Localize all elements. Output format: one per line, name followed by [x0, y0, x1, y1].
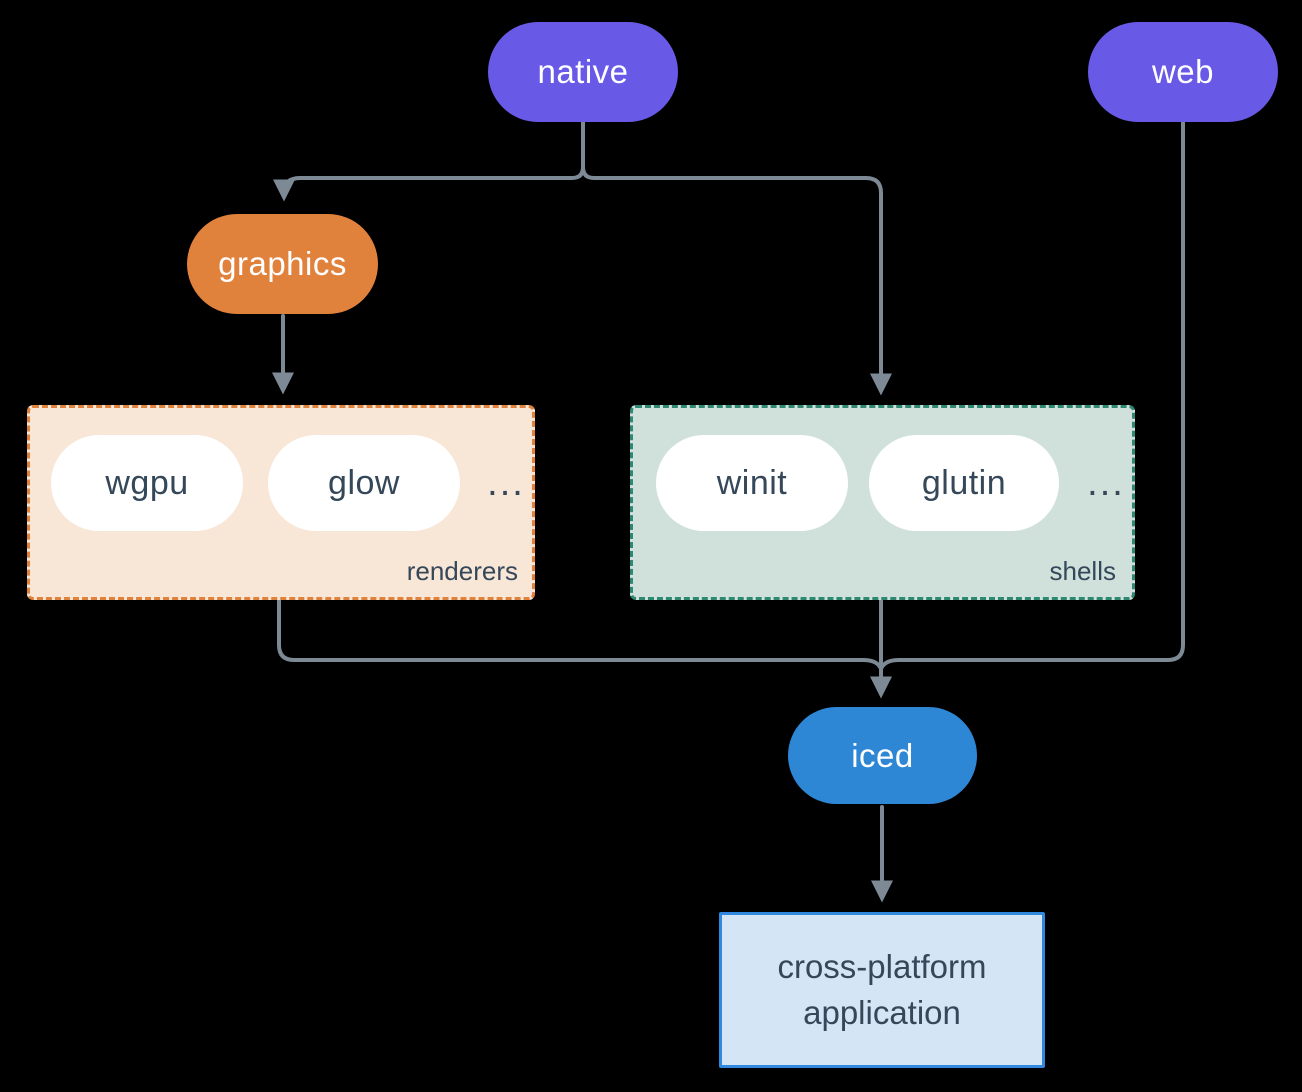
node-native: native: [488, 22, 678, 122]
shells-group-label: shells: [1049, 556, 1116, 586]
node-glutin-label: glutin: [921, 463, 1007, 502]
node-graphics: graphics: [187, 214, 378, 314]
node-winit: winit: [656, 435, 848, 531]
node-glow-label: glow: [328, 463, 400, 502]
node-web: web: [1088, 22, 1278, 122]
node-glutin: glutin: [869, 435, 1059, 531]
node-wgpu-label: wgpu: [105, 463, 189, 502]
node-winit-label: winit: [716, 463, 788, 502]
shells-group: winit glutin ... shells: [630, 405, 1135, 600]
edge-native-shells: [581, 165, 892, 396]
renderers-ellipsis: ...: [487, 461, 525, 504]
node-iced: iced: [788, 707, 977, 804]
node-web-label: web: [1151, 53, 1215, 90]
renderers-group-label: renderers: [406, 556, 518, 586]
edge-web-iced: [880, 121, 1185, 669]
node-cross-platform-application: cross-platform application: [719, 912, 1045, 1068]
node-glow: glow: [268, 435, 460, 531]
renderers-group: wgpu glow ... renderers: [27, 405, 535, 600]
application-label-line2: application: [803, 994, 961, 1031]
edge-native-graphics: [273, 165, 585, 202]
node-iced-label: iced: [851, 736, 914, 774]
node-graphics-label: graphics: [218, 245, 347, 282]
application-label-line1: cross-platform: [777, 948, 987, 985]
edge-renderers-iced: [277, 599, 882, 669]
node-wgpu: wgpu: [51, 435, 243, 531]
shells-ellipsis: ...: [1087, 461, 1125, 504]
node-native-label: native: [537, 53, 629, 90]
